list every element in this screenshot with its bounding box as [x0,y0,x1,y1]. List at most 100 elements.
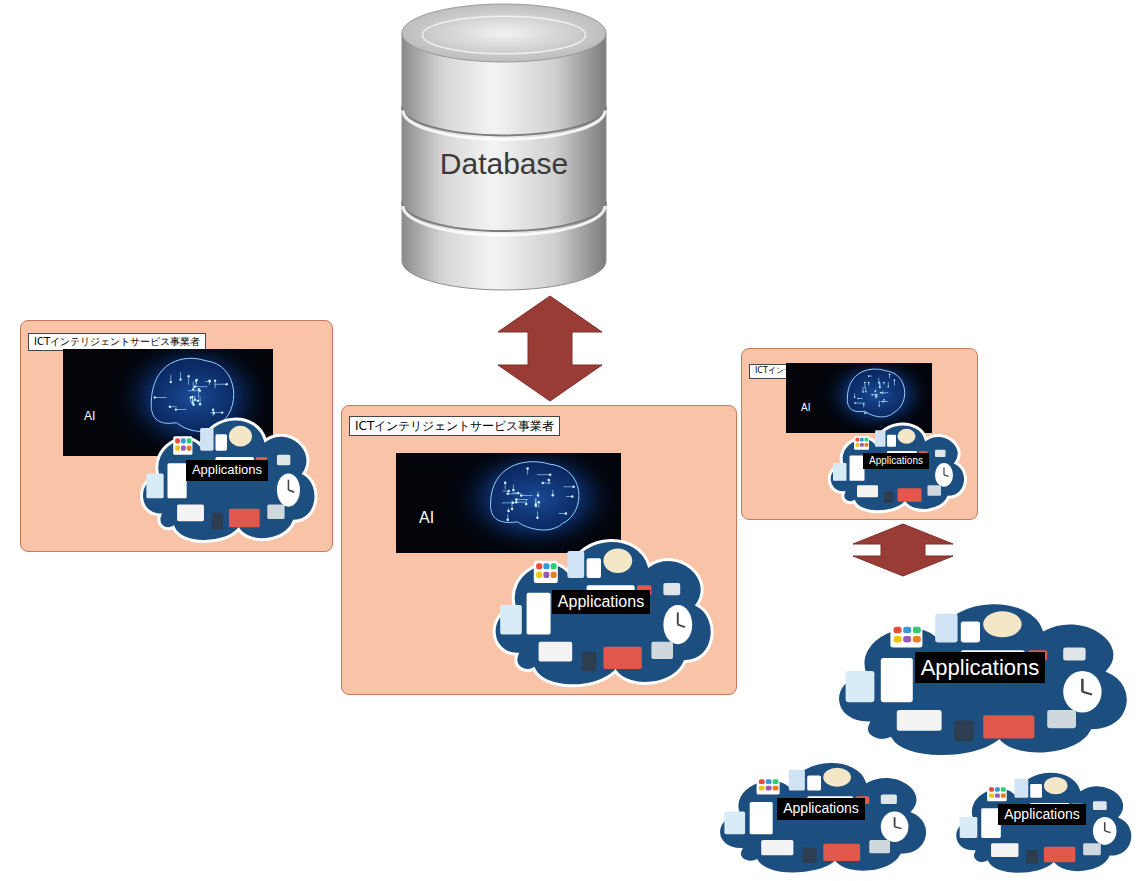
brain-circuit-drawing-part [871,394,873,396]
brain-circuit-drawing-part [537,494,540,497]
cloud-drawing-part [961,622,980,643]
cloud-drawing-part [955,771,1133,874]
cloud-drawing-part [823,768,851,787]
cloud-drawing-part [181,438,186,443]
cloud-drawing-part [766,779,772,784]
applications-cloud: Applications [131,401,323,546]
brain-circuit-drawing-part [876,396,878,398]
brain-circuit-drawing-part [878,405,880,407]
cloud-drawing-part [803,848,817,863]
cloud-drawing-part [944,475,949,476]
brain-circuit-drawing-part [854,402,856,404]
applications-label: Applications [777,798,865,820]
ai-label: AI [801,402,810,413]
cloud-drawing-part [663,605,692,644]
cloud-drawing-part [789,770,805,791]
cloud-drawing-part [187,438,192,443]
cloud-drawing-part [1001,793,1006,797]
brain-circuit-drawing-part [882,401,888,402]
brain-circuit-drawing-part [176,409,186,410]
cloud-drawing-part [500,605,522,634]
cloud-drawing-part [173,436,192,455]
cloud-drawing-part [759,779,765,784]
brain-circuit-drawing-part [188,376,189,385]
brain-circuit-drawing-part [535,498,536,506]
brain-circuit-drawing-part [537,474,550,475]
cloud-drawing-part [897,710,942,731]
cloud-drawing-part [773,786,779,791]
brain-circuit-drawing-part [857,398,859,400]
applications-cloud: Applications [706,745,936,878]
cloud-drawing-part [928,485,942,495]
service-provider-panel: ICTインテリジェントサービス事業者AIApplications [20,320,333,552]
brain-circuit-drawing-part [225,383,227,385]
brain-circuit-drawing-part [894,379,896,381]
provider-heading: ICTインテリジェントサービス事業者 [349,416,560,436]
cloud-drawing-part [175,438,180,443]
brain-circuit-drawing-part [179,378,181,380]
cloud-drawing-part [869,840,890,853]
cloud-drawing-part [989,793,994,797]
cloud-drawing-part [989,787,994,791]
brain-circuit-drawing-part [512,489,515,492]
brain-circuit-drawing-part [214,384,226,385]
cloud-drawing-part [175,446,180,451]
brain-circuit-drawing-part [864,382,866,384]
brain-circuit-drawing-part [549,473,552,476]
cloud-drawing-part [960,817,978,838]
cloud-drawing-part [200,428,213,451]
double-block-arrow [853,524,953,576]
cloud-drawing-part [1093,801,1107,810]
cloud-drawing-part [856,438,860,442]
cloud-drawing-part [1063,648,1085,661]
brain-circuit-drawing-part [192,388,194,390]
brain-circuit-drawing-part [572,486,575,489]
cloud-drawing-part [142,419,316,542]
brain-circuit-drawing-part [506,493,509,496]
cloud-drawing-part [582,652,596,672]
applications-cloud: Applications [821,411,971,515]
cloud-drawing-part [1044,777,1068,794]
cloud-drawing-part [823,844,860,861]
cloud-drawing-part [678,625,685,627]
cloud-drawing-part [894,636,902,643]
brain-circuit-drawing-part [199,390,201,392]
brain-circuit-drawing-part [169,406,171,408]
brain-circuit-drawing-part [208,380,210,382]
brain-circuit-drawing-part [504,481,507,484]
cloud-drawing-part [881,812,909,842]
brain-circuit-drawing-part [508,493,521,494]
database-drawing-part [403,110,605,139]
cloud-drawing-part [995,793,1000,797]
brain-circuit-drawing-part [880,383,881,388]
cloud-drawing-part [288,480,290,490]
brain-circuit-drawing-part [515,501,518,504]
brain-circuit-drawing-part [191,396,193,398]
cloud-drawing-part [534,561,558,583]
brain-circuit-drawing-part [883,399,885,401]
double-block-arrow [498,296,602,401]
cloud-drawing-part [913,627,921,634]
brain-circuit-drawing-part [881,401,883,403]
cloud-drawing-part [750,802,773,834]
cloud-drawing-part [177,505,204,522]
applications-cloud: Applications [481,519,721,691]
cloud-drawing-part [181,446,186,451]
brain-circuit-drawing-part [818,363,932,433]
cloud-drawing-part [1044,847,1075,863]
cloud-drawing-part [766,786,772,791]
brain-circuit-drawing-part [193,381,194,389]
cloud-drawing-part [543,572,549,578]
cloud-drawing-part [890,624,922,647]
brain-circuit-drawing-part [864,412,866,414]
cloud-drawing-part [267,505,284,520]
database-drawing-part [403,206,605,235]
brain-circuit-drawing-part [888,382,889,387]
cloud-drawing-part [229,426,252,447]
cloud-drawing-part [603,647,641,669]
cloud-drawing-part [759,786,765,791]
brain-circuit-drawing-part [213,412,215,414]
cloud-drawing-part [146,474,163,499]
